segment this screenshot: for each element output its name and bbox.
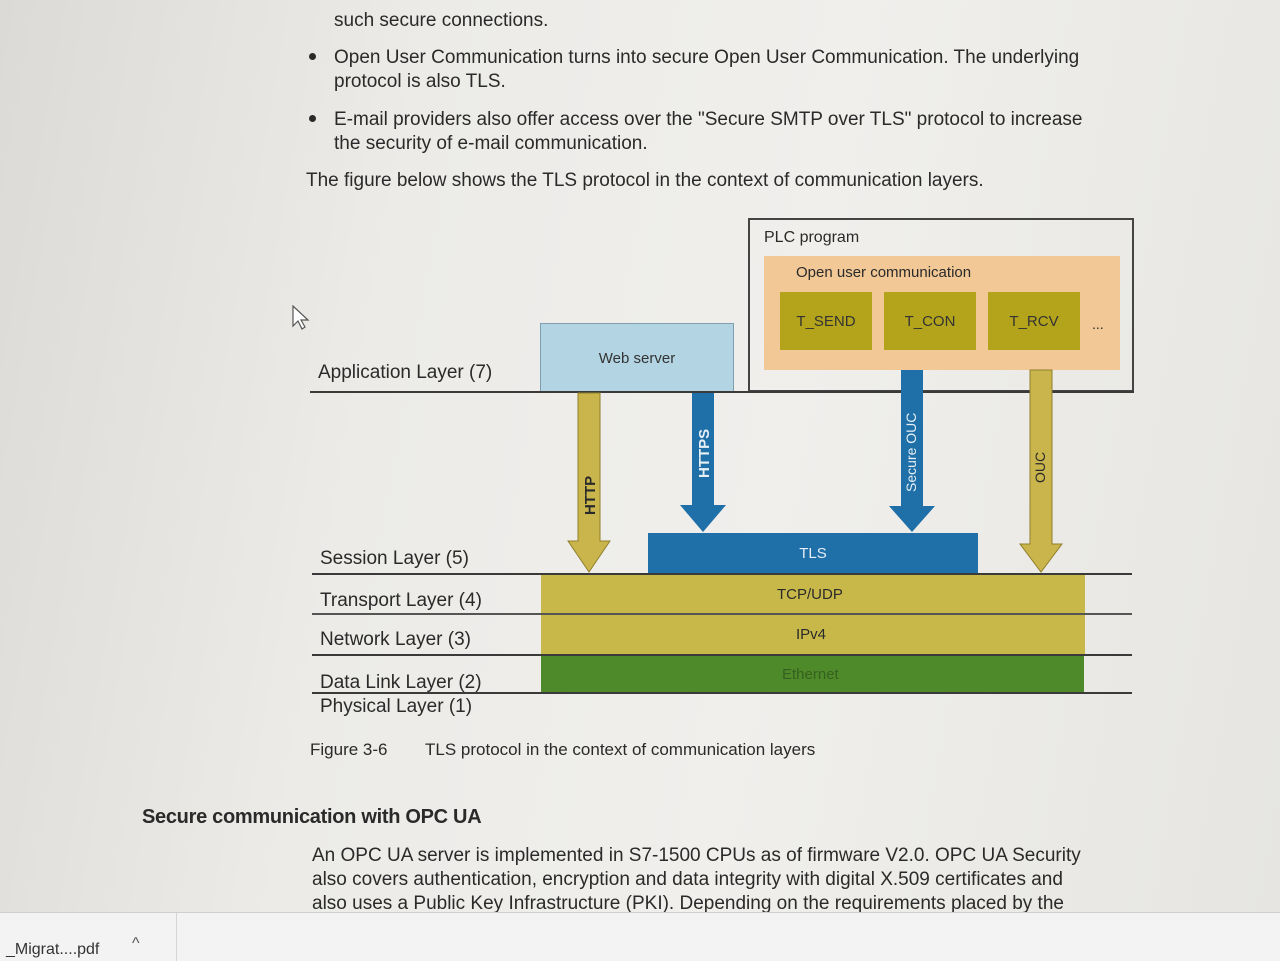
physical-layer-label: Physical Layer (1): [320, 696, 473, 717]
http-arrow: [567, 392, 611, 573]
bullet-1-line-2: protocol is also TLS.: [334, 71, 506, 92]
ethernet-box: [541, 655, 1084, 693]
bullet-marker: [309, 115, 316, 122]
secure-ouc-arrow: [889, 370, 935, 532]
mouse-pointer-icon: [292, 305, 310, 330]
bullet-marker: [309, 53, 316, 60]
application-layer-line: [310, 391, 1134, 393]
protocol-arrows: HTTP HTTPS Secure OUC OUC: [567, 369, 1063, 573]
download-item[interactable]: _Migrat....pdf ^: [0, 913, 177, 961]
block-t-con-label: T_CON: [904, 312, 956, 330]
application-layer-label: Application Layer (7): [318, 362, 493, 383]
bullet-2-line-2: the security of e-mail communication.: [334, 133, 648, 154]
section-body-line-2: also covers authentication, encryption a…: [312, 869, 1063, 890]
block-t-rcv: T_RCV: [988, 292, 1080, 350]
bullet-1-line-1: Open User Communication turns into secur…: [334, 47, 1080, 68]
ouc-arrow-label: OUC: [1032, 452, 1048, 483]
transport-layer-line: [312, 613, 1132, 615]
section-heading: Secure communication with OPC UA: [142, 806, 482, 828]
partial-line: such secure connections.: [334, 10, 549, 31]
chevron-up-icon[interactable]: ^: [132, 935, 140, 952]
section-body-line-1: An OPC UA server is implemented in S7-15…: [312, 845, 1081, 866]
network-layer-line: [312, 654, 1132, 656]
ipv4-label: IPv4: [796, 626, 827, 643]
secure-ouc-arrow-label: Secure OUC: [903, 413, 919, 492]
block-t-send-label: T_SEND: [796, 312, 856, 330]
transport-layer-label: Transport Layer (4): [320, 590, 482, 611]
figure-caption: TLS protocol in the context of communica…: [425, 740, 816, 759]
ethernet-label: Ethernet: [782, 666, 839, 683]
block-t-rcv-label: T_RCV: [1009, 312, 1059, 330]
block-t-send: T_SEND: [780, 292, 872, 350]
download-filename: _Migrat....pdf: [6, 941, 100, 958]
figure-number: Figure 3-6: [310, 740, 388, 759]
open-user-communication-label: Open user communication: [796, 264, 972, 281]
network-layer-label: Network Layer (3): [320, 629, 471, 650]
document-page: such secure connections. Open User Commu…: [0, 0, 1280, 912]
session-layer-line: [312, 573, 1132, 575]
http-arrow-label: HTTP: [582, 476, 599, 515]
tls-label: TLS: [799, 544, 827, 562]
tcp-udp-label: TCP/UDP: [777, 586, 843, 603]
https-arrow-label: HTTPS: [696, 429, 713, 478]
web-server-label: Web server: [598, 349, 676, 367]
intro-text: The figure below shows the TLS protocol …: [306, 170, 984, 191]
section-body-line-3: also uses a Public Key Infrastructure (P…: [312, 893, 1064, 912]
session-layer-label: Session Layer (5): [320, 548, 469, 569]
tls-box: TLS: [648, 533, 978, 573]
block-t-con: T_CON: [884, 292, 976, 350]
bullet-2-line-1: E-mail providers also offer access over …: [334, 109, 1083, 130]
ouc-arrow: [1019, 369, 1063, 573]
download-bar: _Migrat....pdf ^: [0, 912, 1280, 961]
plc-program-label: PLC program: [764, 229, 860, 246]
datalink-layer-label: Data Link Layer (2): [320, 672, 482, 693]
https-arrow: [680, 393, 726, 532]
datalink-layer-line: [312, 692, 1132, 694]
blocks-more: ...: [1092, 316, 1104, 332]
